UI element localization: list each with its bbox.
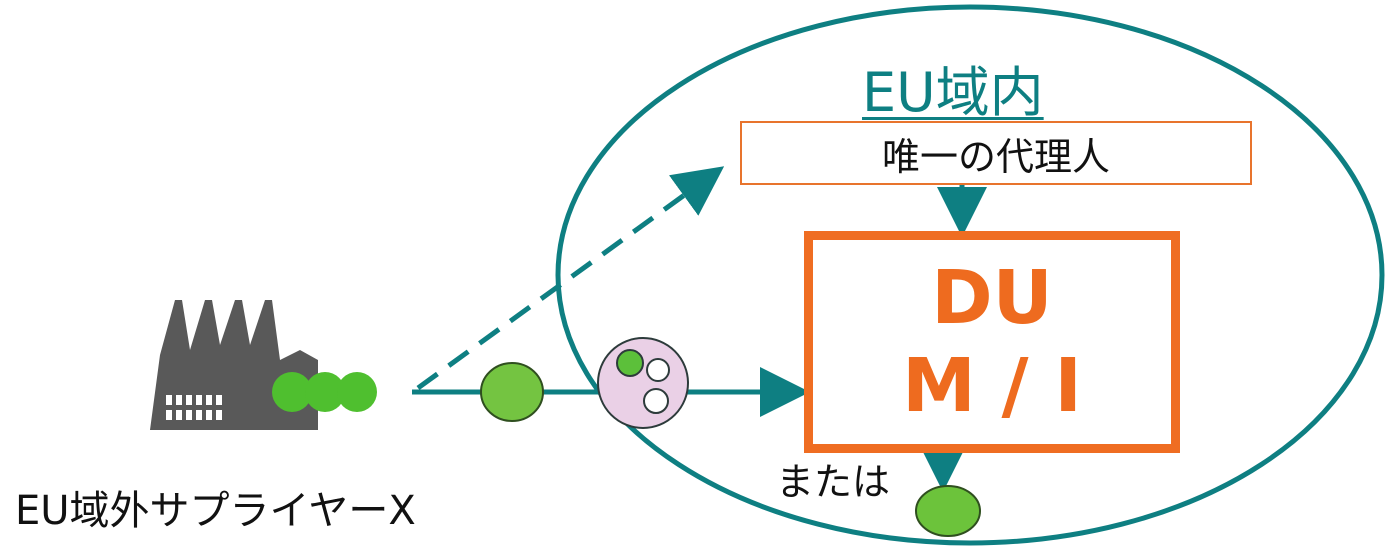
dashed-arrow xyxy=(416,166,725,391)
substance-circle-icon xyxy=(480,362,544,422)
or-label: または xyxy=(776,460,891,504)
du-mi-box: DU M / I xyxy=(804,231,1180,453)
du-label: DU xyxy=(931,255,1053,341)
only-representative-box: 唯一の代理人 xyxy=(740,121,1252,185)
product-dot-icon xyxy=(337,372,377,412)
output-circle-icon xyxy=(915,485,981,537)
eu-region-ellipse xyxy=(555,4,1385,546)
mi-label: M / I xyxy=(902,343,1082,429)
product-dot-icon xyxy=(305,372,345,412)
eu-region-title: EU域内 xyxy=(862,61,1044,124)
mixture-circle-icon xyxy=(597,337,689,429)
supplier-label: EU域外サプライヤーX xyxy=(15,488,416,534)
product-dot-icon xyxy=(272,372,312,412)
factory-icon xyxy=(150,300,377,430)
only-representative-label: 唯一の代理人 xyxy=(881,134,1110,179)
